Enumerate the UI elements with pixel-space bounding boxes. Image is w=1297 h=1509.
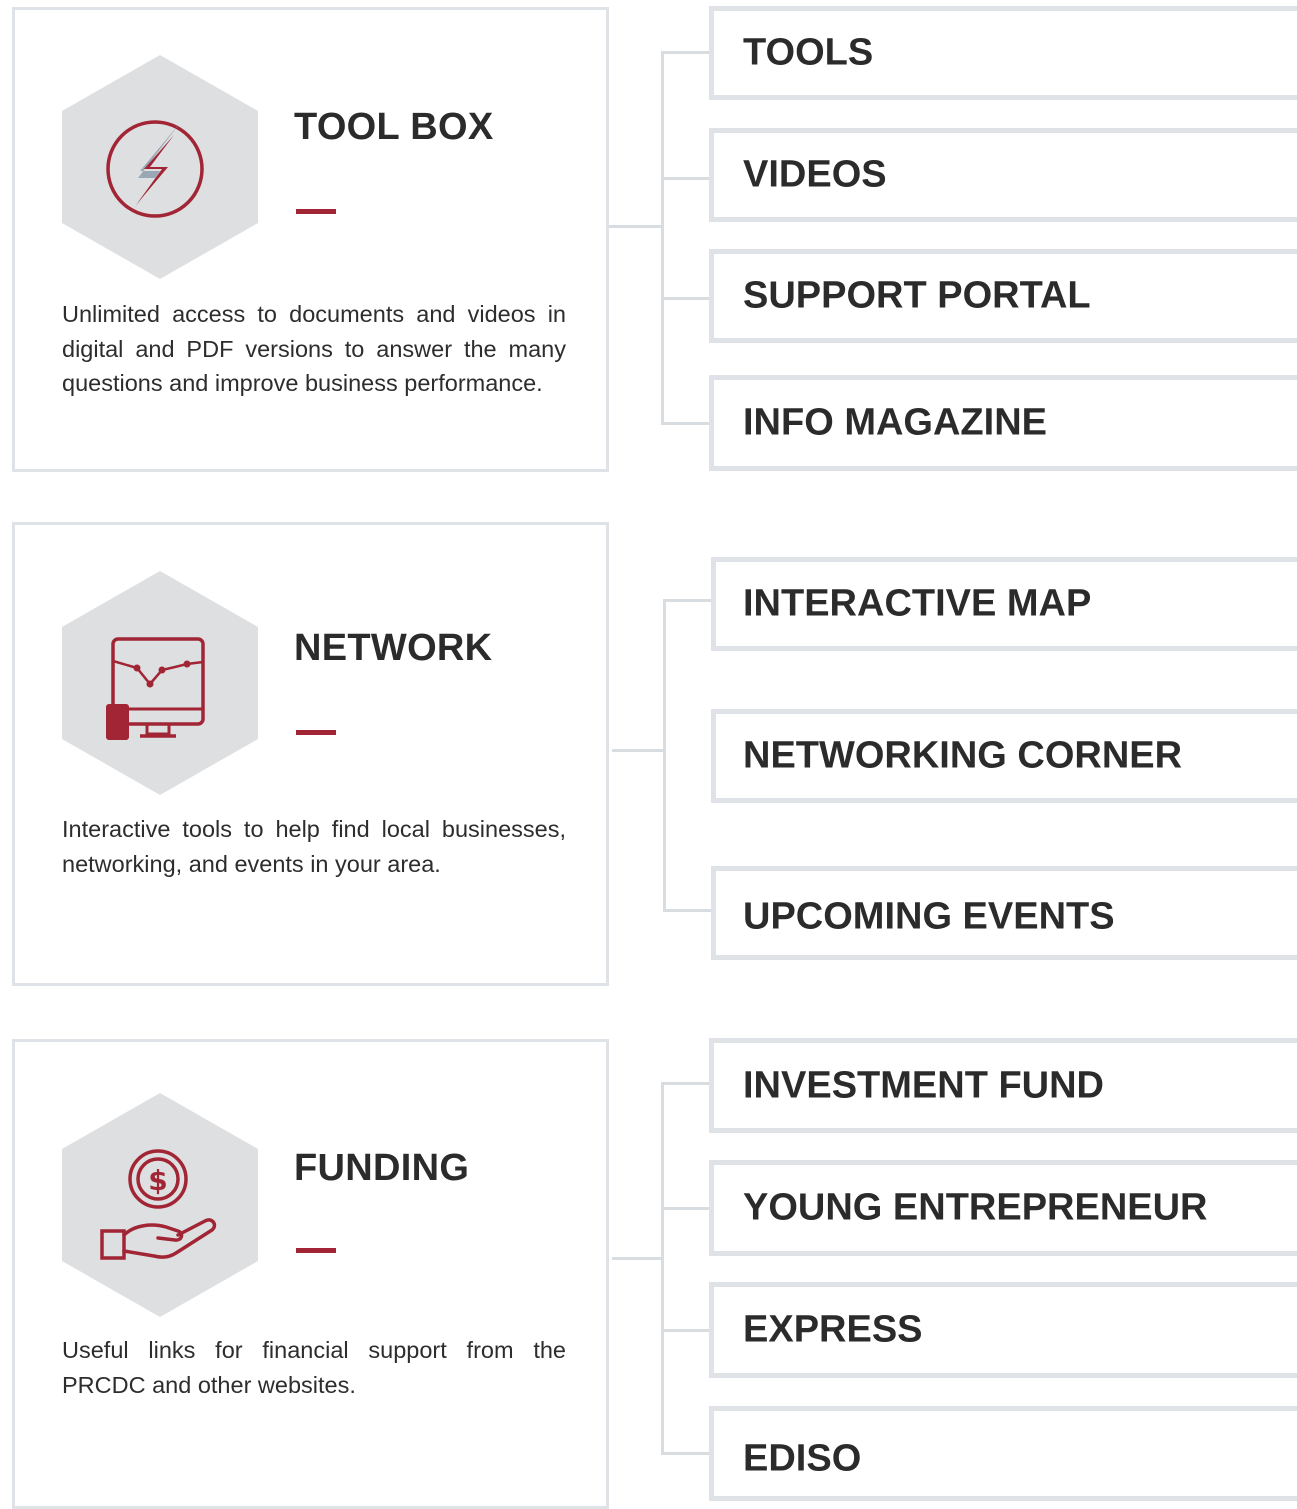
title-accent-dash: [296, 730, 336, 735]
connector: [661, 1082, 664, 1455]
monitor-chart-icon: [106, 637, 205, 740]
connector: [612, 749, 664, 752]
link-label: UPCOMING EVENTS: [743, 895, 1115, 938]
connector: [661, 51, 709, 54]
link-info-magazine[interactable]: INFO MAGAZINE: [709, 375, 1297, 471]
connector: [661, 177, 709, 180]
connector: [663, 599, 666, 912]
link-label: INVESTMENT FUND: [743, 1064, 1104, 1106]
section-title: NETWORK: [294, 627, 493, 669]
connector: [661, 1329, 709, 1332]
funding-hexagon: $: [62, 1093, 258, 1317]
hand-dollar-icon: $: [100, 1149, 217, 1260]
connector: [612, 1257, 662, 1260]
link-express[interactable]: EXPRESS: [709, 1282, 1297, 1378]
link-label: EXPRESS: [743, 1308, 923, 1351]
link-ediso[interactable]: EDISO: [709, 1406, 1297, 1501]
link-videos[interactable]: VIDEOS: [709, 128, 1297, 222]
section-description: Interactive tools to help find local bus…: [62, 816, 566, 877]
connector: [661, 297, 709, 300]
toolbox-card: TOOL BOX Unlimited access to documents a…: [12, 7, 609, 472]
link-interactive-map[interactable]: INTERACTIVE MAP: [711, 557, 1297, 651]
connector: [663, 599, 711, 602]
link-label: TOOLS: [743, 31, 874, 74]
link-support-portal[interactable]: SUPPORT PORTAL: [709, 249, 1297, 343]
svg-text:$: $: [148, 1164, 167, 1197]
link-upcoming-events[interactable]: UPCOMING EVENTS: [711, 866, 1297, 960]
link-label: INFO MAGAZINE: [743, 401, 1047, 444]
section-description: Unlimited access to documents and videos…: [62, 301, 566, 396]
section-description: Useful links for financial support from …: [62, 1337, 566, 1398]
section-title: TOOL BOX: [294, 106, 494, 148]
lightning-bolt-icon: [106, 120, 204, 218]
connector: [661, 1207, 709, 1210]
connector: [663, 909, 711, 912]
link-label: SUPPORT PORTAL: [743, 274, 1091, 317]
link-label: NETWORKING CORNER: [743, 734, 1183, 777]
link-investment-fund[interactable]: INVESTMENT FUND: [709, 1038, 1297, 1133]
link-label: YOUNG ENTREPRENEUR: [743, 1186, 1208, 1229]
title-accent-dash: [296, 209, 336, 214]
link-tools[interactable]: TOOLS: [709, 6, 1297, 100]
network-card: NETWORK Interactive tools to help find l…: [12, 522, 609, 986]
connector: [661, 51, 664, 425]
link-label: VIDEOS: [743, 153, 887, 196]
link-young-entrepreneur[interactable]: YOUNG ENTREPRENEUR: [709, 1160, 1297, 1256]
funding-card: $ FUNDING Useful links for financial sup…: [12, 1039, 609, 1509]
network-hexagon: [62, 571, 258, 795]
link-label: EDISO: [743, 1437, 862, 1480]
connector: [661, 1082, 709, 1085]
connector: [609, 225, 662, 228]
toolbox-hexagon: [62, 55, 258, 279]
title-accent-dash: [296, 1248, 336, 1253]
link-networking-corner[interactable]: NETWORKING CORNER: [711, 709, 1297, 803]
connector: [661, 1452, 709, 1455]
section-title: FUNDING: [294, 1147, 470, 1189]
connector: [661, 422, 709, 425]
link-label: INTERACTIVE MAP: [743, 582, 1092, 625]
